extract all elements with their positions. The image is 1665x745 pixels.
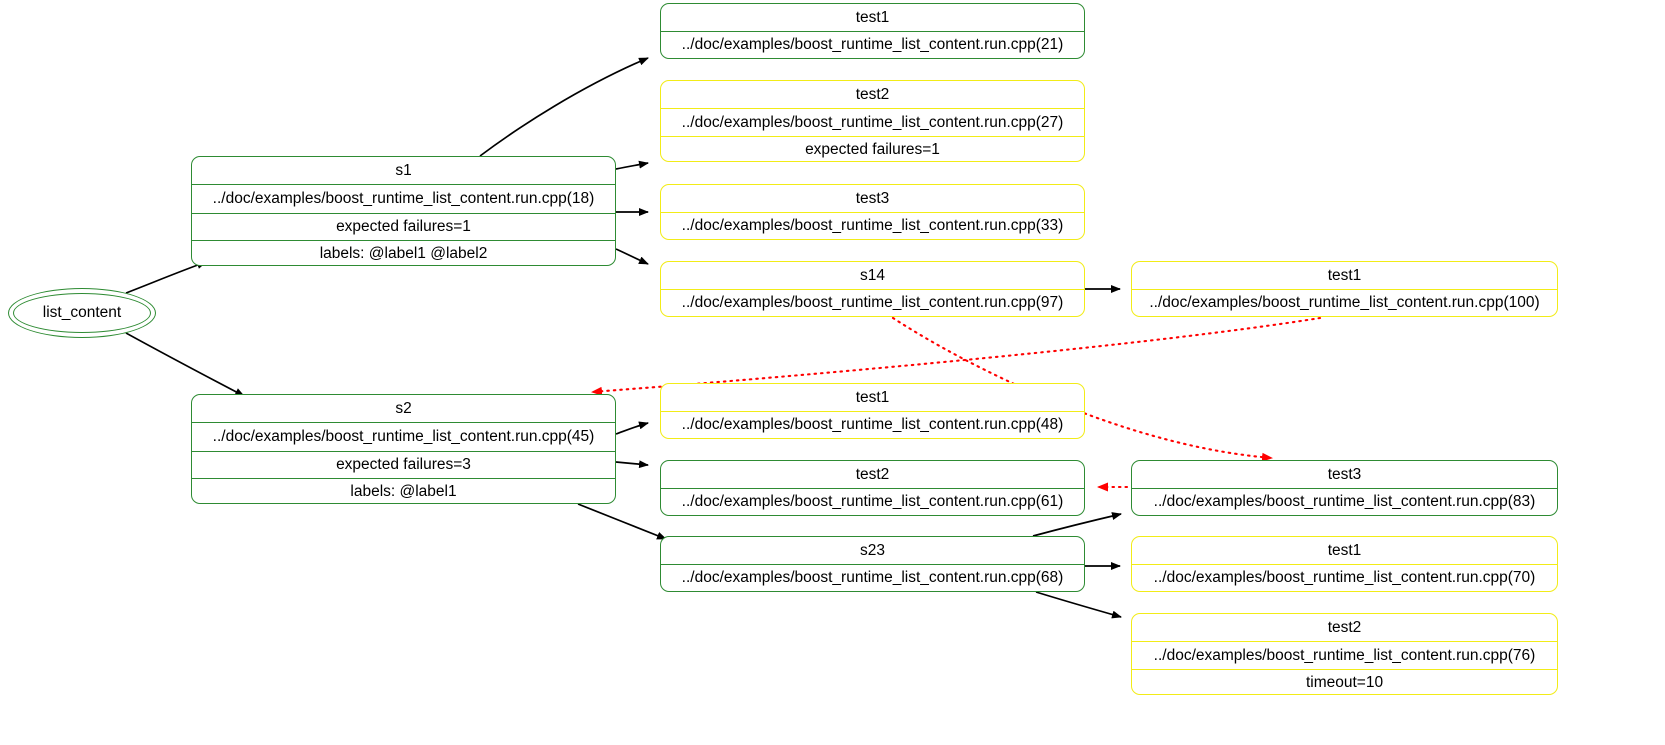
node-s1-row-title: s1: [395, 161, 412, 179]
node-s23-test1-row-location: ../doc/examples/boost_runtime_list_conte…: [1132, 564, 1557, 591]
node-s2-row-title: s2: [395, 399, 412, 417]
edge-list_content-to-s2: [125, 332, 245, 397]
node-s2-test2[interactable]: test2 ../doc/examples/boost_runtime_list…: [660, 460, 1085, 516]
node-s1-test2-row-title: test2: [855, 85, 890, 103]
node-list_content[interactable]: list_content: [8, 288, 156, 338]
node-s2-test2-row-location: ../doc/examples/boost_runtime_list_conte…: [661, 488, 1084, 515]
node-s14-test1-row-location: ../doc/examples/boost_runtime_list_conte…: [1132, 289, 1557, 316]
edge-s2-to-test1: [615, 421, 649, 435]
node-s2-test2-row-title: test2: [855, 465, 890, 483]
node-s1-test2-row-expected-failures: expected failures=1: [661, 136, 1084, 161]
node-s23-row-title: s23: [860, 541, 885, 559]
node-s1-test1-row-title: test1: [855, 8, 890, 26]
node-s14-test1-row-title: test1: [1327, 266, 1362, 284]
node-s23-test1[interactable]: test1 ../doc/examples/boost_runtime_list…: [1131, 536, 1558, 592]
node-s1-test3[interactable]: test3 ../doc/examples/boost_runtime_list…: [660, 184, 1085, 240]
node-s1-test3-row-location: ../doc/examples/boost_runtime_list_conte…: [661, 212, 1084, 239]
node-s14[interactable]: s14 ../doc/examples/boost_runtime_list_c…: [660, 261, 1085, 317]
node-s2-row-labels: labels: @label1: [192, 478, 615, 503]
node-s23-test2-row-title: test2: [1327, 618, 1362, 636]
node-s2-row-location: ../doc/examples/boost_runtime_list_conte…: [192, 422, 615, 451]
node-s23-test2-row-timeout: timeout=10: [1132, 669, 1557, 694]
node-s1-test1-row-location: ../doc/examples/boost_runtime_list_conte…: [661, 31, 1084, 58]
edge-s23-to-s23test2: [1035, 591, 1122, 619]
edge-s2-to-test2: [615, 460, 649, 469]
node-s1-row-expected-failures: expected failures=1: [192, 213, 615, 240]
node-s2-test1-row-title: test1: [855, 388, 890, 406]
node-s2-test1-row-location: ../doc/examples/boost_runtime_list_conte…: [661, 411, 1084, 438]
node-list_content-inner-ring: list_content: [13, 293, 151, 333]
node-s1[interactable]: s1 ../doc/examples/boost_runtime_list_co…: [191, 156, 616, 266]
node-s23-test2[interactable]: test2 ../doc/examples/boost_runtime_list…: [1131, 613, 1558, 695]
node-s1-test2[interactable]: test2 ../doc/examples/boost_runtime_list…: [660, 80, 1085, 162]
node-s1-row-labels: labels: @label1 @label2: [192, 240, 615, 265]
node-s14-row-location: ../doc/examples/boost_runtime_list_conte…: [661, 289, 1084, 316]
node-s1-test3-row-title: test3: [855, 189, 890, 207]
node-s23-row-location: ../doc/examples/boost_runtime_list_conte…: [661, 564, 1084, 591]
edge-s2-to-s23: [577, 503, 667, 540]
node-s14-test1[interactable]: test1 ../doc/examples/boost_runtime_list…: [1131, 261, 1558, 317]
node-s1-test1[interactable]: test1 ../doc/examples/boost_runtime_list…: [660, 3, 1085, 59]
edge-dep-test1-to-s2: [590, 316, 1322, 396]
edge-s1-to-s14: [615, 248, 649, 265]
edge-list_content-to-s1: [125, 261, 207, 294]
node-s2-test3-row-location: ../doc/examples/boost_runtime_list_conte…: [1132, 488, 1557, 515]
node-list_content-label: list_content: [42, 304, 122, 321]
node-s2-row-expected-failures: expected failures=3: [192, 451, 615, 478]
node-s23-test1-row-title: test1: [1327, 541, 1362, 559]
node-s1-test2-row-location: ../doc/examples/boost_runtime_list_conte…: [661, 108, 1084, 136]
edge-s23-to-test3: [1032, 512, 1122, 537]
node-s2-test1[interactable]: test1 ../doc/examples/boost_runtime_list…: [660, 383, 1085, 439]
edge-s1-to-test2: [615, 160, 649, 170]
node-s14-row-title: s14: [860, 266, 885, 284]
node-s2[interactable]: s2 ../doc/examples/boost_runtime_list_co…: [191, 394, 616, 504]
node-s2-test3[interactable]: test3 ../doc/examples/boost_runtime_list…: [1131, 460, 1558, 516]
node-s1-row-location: ../doc/examples/boost_runtime_list_conte…: [192, 184, 615, 213]
node-s23[interactable]: s23 ../doc/examples/boost_runtime_list_c…: [660, 536, 1085, 592]
edge-s1-to-test1: [479, 57, 649, 157]
node-s2-test3-row-title: test3: [1327, 465, 1362, 483]
node-s23-test2-row-location: ../doc/examples/boost_runtime_list_conte…: [1132, 641, 1557, 669]
